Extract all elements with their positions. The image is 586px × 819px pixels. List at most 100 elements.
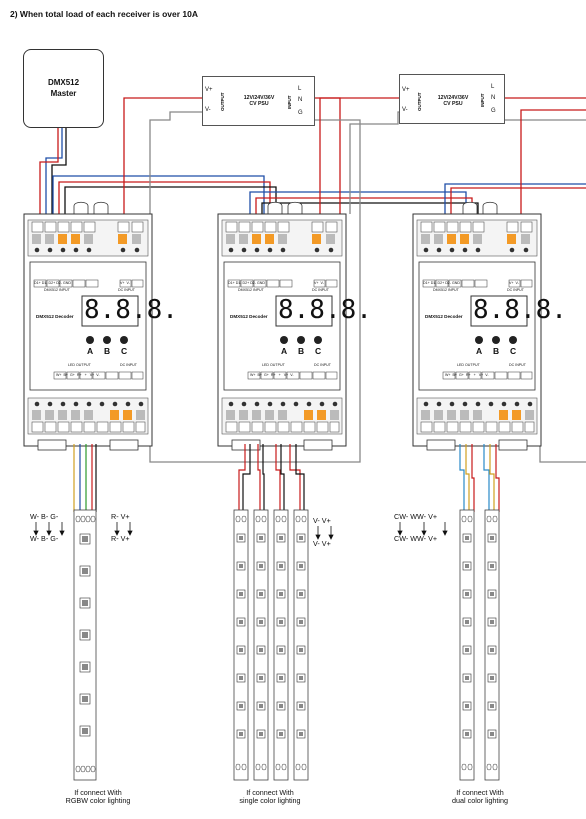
term-rplus: R+ <box>465 373 471 377</box>
page-heading: 2) When total load of each receiver is o… <box>10 9 199 19</box>
term-d2minus: D2- <box>445 281 451 285</box>
term-gplus: G+ <box>70 373 75 377</box>
dmx512-master: DMX512 Master <box>23 49 104 128</box>
decoder-2-dc-input-label-2: DC INPUT <box>314 363 331 367</box>
term-out-vminus: V- <box>485 373 489 377</box>
decoder-3-dmx-input-label: DMX512 INPUT <box>433 288 459 292</box>
button-c-label: C <box>121 346 128 356</box>
decoder-3-display: 8.8.8. <box>473 295 567 325</box>
term-plus: + <box>473 373 476 377</box>
term-d1plus: D1+ <box>228 281 235 285</box>
term-d1minus: D1- <box>41 281 48 285</box>
decoder-3-dc-input-label-2: DC INPUT <box>509 363 526 367</box>
term-vminus: V- <box>515 281 519 285</box>
decoder-1-dmx-terms: D1+ D1- D2+ D2- GND <box>34 281 71 285</box>
decoder-2-led-output-label: LED OUTPUT <box>262 363 285 367</box>
dual-caption-line1: If connect With <box>456 788 504 797</box>
decoder-1-dc-input-label: DC INPUT <box>118 288 135 292</box>
term-d2minus: D2- <box>250 281 256 285</box>
term-rplus: R+ <box>76 373 82 377</box>
button-a-label: A <box>476 346 483 356</box>
term-gplus: G+ <box>459 373 464 377</box>
term-out-vplus: V+ <box>89 373 95 377</box>
psu-1-title-line2: CV PSU <box>249 101 269 107</box>
term-vplus: V+ <box>120 281 125 285</box>
term-bplus: B+ <box>452 373 458 377</box>
term-plus: + <box>84 373 87 377</box>
decoder-3-dc-terms: V+ V- <box>509 281 519 285</box>
term-vminus: V- <box>320 281 324 285</box>
psu-2-title-line1: 12V/24V/36V <box>437 95 469 101</box>
term-gnd: GND <box>452 281 460 285</box>
rgbw-caption-line2: RGBW color lighting <box>65 796 131 805</box>
term-out-vminus: V- <box>290 373 294 377</box>
dual-label-top: CW- WW- V+ <box>394 512 438 521</box>
decoder-2-display: 8.8.8. <box>278 295 372 325</box>
button-a-label: A <box>281 346 288 356</box>
term-d1minus: D1- <box>430 281 437 285</box>
psu-1-title-line1: 12V/24V/36V <box>243 95 275 101</box>
term-bplus: B+ <box>257 373 263 377</box>
psu-2-vminus: V- <box>402 107 408 113</box>
decoder-3-dmx-terms: D1+ D1- D2+ D2- GND <box>423 281 460 285</box>
decoder-2-dc-input-label: DC INPUT <box>312 288 329 292</box>
term-gnd: GND <box>257 281 265 285</box>
decoder-2-dmx-terms: D1+ D1- D2+ D2- GND <box>228 281 265 285</box>
term-wplus: W+ <box>56 373 62 377</box>
psu-2-n: N <box>491 95 496 101</box>
term-vplus: V+ <box>509 281 514 285</box>
button-b-label: B <box>104 346 111 356</box>
term-bplus: B+ <box>63 373 69 377</box>
term-wplus: W+ <box>445 373 451 377</box>
decoder-1-dc-terms: V+ V- <box>120 281 130 285</box>
master-title: DMX512 <box>47 78 80 87</box>
term-gplus: G+ <box>264 373 269 377</box>
decoder-1-dc-input-label-2: DC INPUT <box>120 363 137 367</box>
psu-1-n: N <box>298 97 303 103</box>
decoder-2-dmx-input-label: DMX512 INPUT <box>238 288 264 292</box>
rgbw-right-label-bottom: R- V+ <box>111 534 130 543</box>
dual-label-bottom: CW- WW- V+ <box>394 534 438 543</box>
term-d1minus: D1- <box>235 281 242 285</box>
single-caption-line1: If connect With <box>246 788 294 797</box>
psu-2-vplus: V+ <box>402 87 410 93</box>
button-a-label: A <box>87 346 94 356</box>
master-subtitle: Master <box>50 89 77 98</box>
decoder-3-dc-input-label: DC INPUT <box>507 288 524 292</box>
rgbw-caption-line1: If connect With <box>74 788 122 797</box>
single-label-bottom: V- V+ <box>313 539 331 548</box>
psu-2-g: G <box>491 108 496 114</box>
term-wplus: W+ <box>250 373 256 377</box>
psu-1-vplus: V+ <box>205 87 213 93</box>
term-d2plus: D2+ <box>242 281 250 285</box>
psu-1-g: G <box>298 110 303 116</box>
decoder-2-out-terms: W+ B+ G+ R+ + V+ V- <box>250 373 294 377</box>
term-gnd: GND <box>63 281 71 285</box>
psu-1-output-label: OUTPUT <box>220 92 225 112</box>
single-label-top: V- V+ <box>313 516 331 525</box>
decoder-2-name: DMX512 Decoder <box>230 314 268 319</box>
rgbw-left-label-top: W- B- G- <box>30 512 59 521</box>
rgbw-left-label-bottom: W- B- G- <box>30 534 59 543</box>
decoder-3-led-output-label: LED OUTPUT <box>457 363 480 367</box>
term-out-vminus: V- <box>96 373 100 377</box>
button-c-label: C <box>510 346 517 356</box>
term-vplus: V+ <box>314 281 319 285</box>
decoder-1-led-output-label: LED OUTPUT <box>68 363 91 367</box>
single-caption-line2: single color lighting <box>239 796 301 805</box>
decoder-3-name: DMX512 Decoder <box>425 314 463 319</box>
button-b-label: B <box>493 346 500 356</box>
term-d1plus: D1+ <box>34 281 41 285</box>
psu-2-output-label: OUTPUT <box>417 92 422 112</box>
term-d2plus: D2+ <box>437 281 445 285</box>
term-out-vplus: V+ <box>283 373 289 377</box>
rgbw-right-label-top: R- V+ <box>111 512 130 521</box>
decoder-2-dc-terms: V+ V- <box>314 281 324 285</box>
